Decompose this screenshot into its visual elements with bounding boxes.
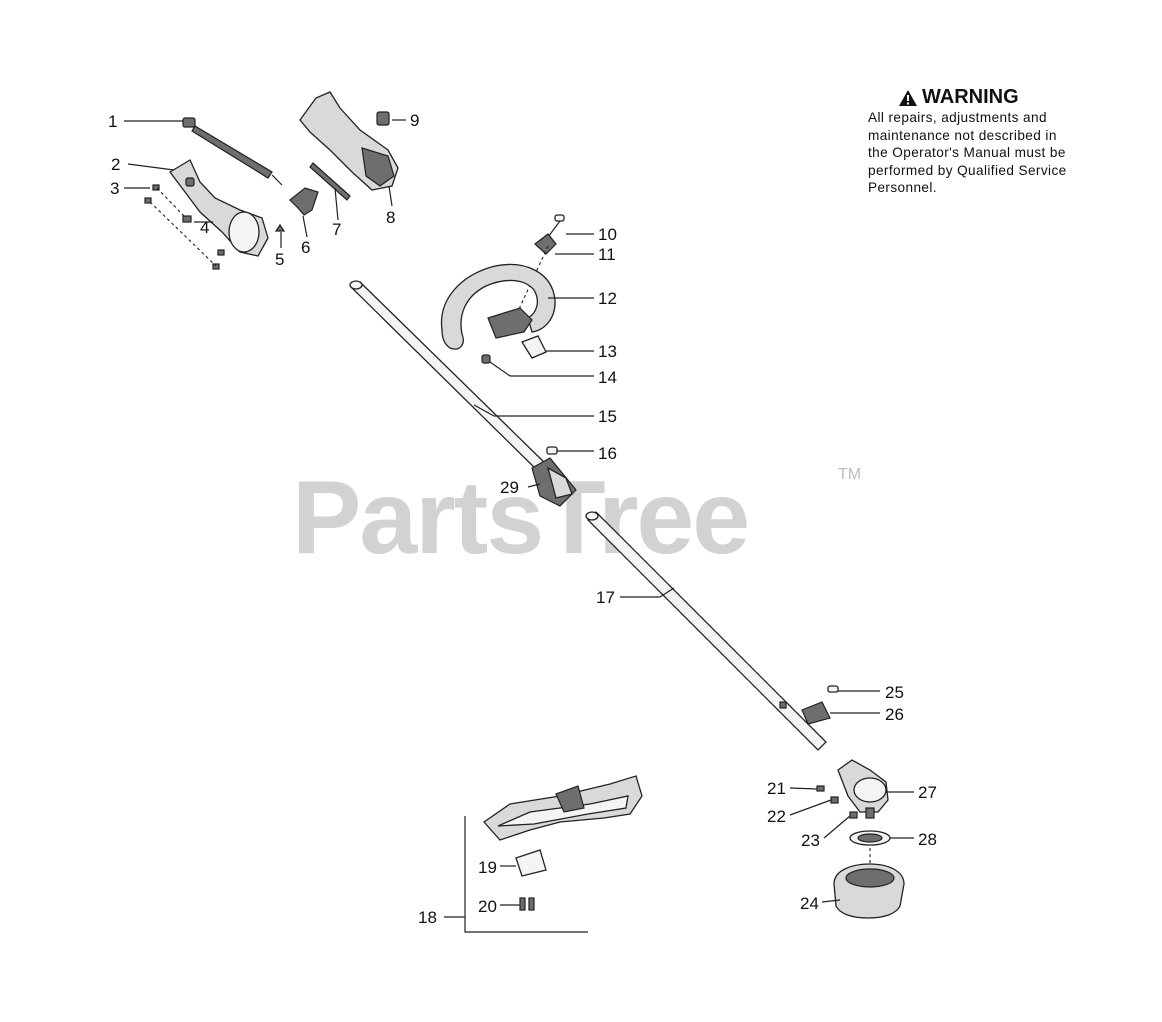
callout-17: 17: [596, 588, 615, 607]
part-11-knob[interactable]: [534, 233, 557, 255]
callout-7: 7: [332, 220, 341, 239]
part-18-shield[interactable]: [483, 775, 643, 841]
warning-header: WARNING: [898, 86, 1118, 109]
callout-21: 21: [767, 779, 786, 798]
part-17-lower-shaft[interactable]: [585, 511, 827, 751]
warning-line: Personnel.: [868, 180, 937, 196]
part-19-guard-piece[interactable]: [515, 849, 547, 877]
part-27-gearhead[interactable]: [837, 759, 889, 819]
watermark-tm: TM: [838, 466, 861, 483]
part-12-loop-handle[interactable]: [440, 263, 556, 350]
warning-line: maintenance not described in: [868, 127, 1057, 143]
callout-24: 24: [800, 894, 819, 913]
callout-27: 27: [918, 783, 937, 802]
part-screw-lower-a[interactable]: [217, 249, 225, 256]
callout-labels: 1 2 3 4 5 6 7 8 9 10 11 12 13 14 15 16 1…: [108, 111, 937, 927]
callout-23: 23: [801, 831, 820, 850]
callout-18: 18: [418, 908, 437, 927]
warning-line: All repairs, adjustments and: [868, 110, 1047, 125]
part-24-trimmer-head[interactable]: [833, 863, 905, 919]
warning-line: performed by Qualified Service: [868, 162, 1067, 178]
part-28-washer[interactable]: [849, 830, 891, 846]
callout-22: 22: [767, 807, 786, 826]
callout-14: 14: [598, 368, 617, 387]
callout-6: 6: [301, 238, 310, 257]
part-2-housing[interactable]: [169, 159, 269, 257]
part-4-screw[interactable]: [182, 215, 192, 223]
callout-15: 15: [598, 407, 617, 426]
part-25-bolt[interactable]: [827, 685, 839, 693]
warning-body: All repairs, adjustments and maintenance…: [868, 109, 1118, 197]
part-screw-small[interactable]: [144, 197, 152, 204]
bracket-18: [464, 816, 588, 933]
callout-20: 20: [478, 897, 497, 916]
callout-8: 8: [386, 208, 395, 227]
part-29-coupler[interactable]: [531, 457, 577, 507]
part-14-nut[interactable]: [481, 354, 491, 364]
callout-13: 13: [598, 342, 617, 361]
part-23-shield-screw[interactable]: [849, 811, 858, 819]
callout-25: 25: [885, 683, 904, 702]
watermark-text: PartsTree: [292, 460, 748, 576]
part-9-plug[interactable]: [376, 111, 390, 126]
callout-1: 1: [108, 112, 117, 131]
warning-triangle-icon: [899, 89, 917, 106]
part-7-spring[interactable]: [309, 162, 351, 201]
callout-28: 28: [918, 830, 937, 849]
part-21-screw[interactable]: [816, 785, 825, 792]
part-5-clip[interactable]: [274, 223, 286, 232]
part-1-throttle-cable[interactable]: [182, 117, 283, 186]
callout-9: 9: [410, 111, 419, 130]
part-16-bolt[interactable]: [546, 446, 558, 455]
callout-4: 4: [200, 218, 209, 237]
warning-notice: WARNING All repairs, adjustments and mai…: [868, 86, 1118, 197]
callout-3: 3: [110, 179, 119, 198]
part-8-handle[interactable]: [299, 91, 399, 191]
part-22-nut[interactable]: [830, 796, 839, 804]
callout-19: 19: [478, 858, 497, 877]
callout-26: 26: [885, 705, 904, 724]
callout-12: 12: [598, 289, 617, 308]
part-10-bolt[interactable]: [547, 214, 565, 238]
part-screw-lower-b[interactable]: [212, 263, 220, 270]
warning-line: the Operator's Manual must be: [868, 145, 1066, 161]
part-13-clamp[interactable]: [521, 335, 547, 359]
callout-2: 2: [111, 155, 120, 174]
warning-title: WARNING: [922, 86, 1019, 108]
leader-lines: [124, 119, 914, 918]
callout-29: 29: [500, 478, 519, 497]
callout-5: 5: [275, 250, 284, 269]
part-6-trigger[interactable]: [289, 187, 319, 216]
callout-16: 16: [598, 444, 617, 463]
callout-10: 10: [598, 225, 617, 244]
part-26-bracket[interactable]: [801, 701, 831, 725]
callout-11: 11: [598, 245, 616, 264]
part-3-screw[interactable]: [152, 184, 160, 191]
part-20-screws[interactable]: [519, 897, 535, 911]
